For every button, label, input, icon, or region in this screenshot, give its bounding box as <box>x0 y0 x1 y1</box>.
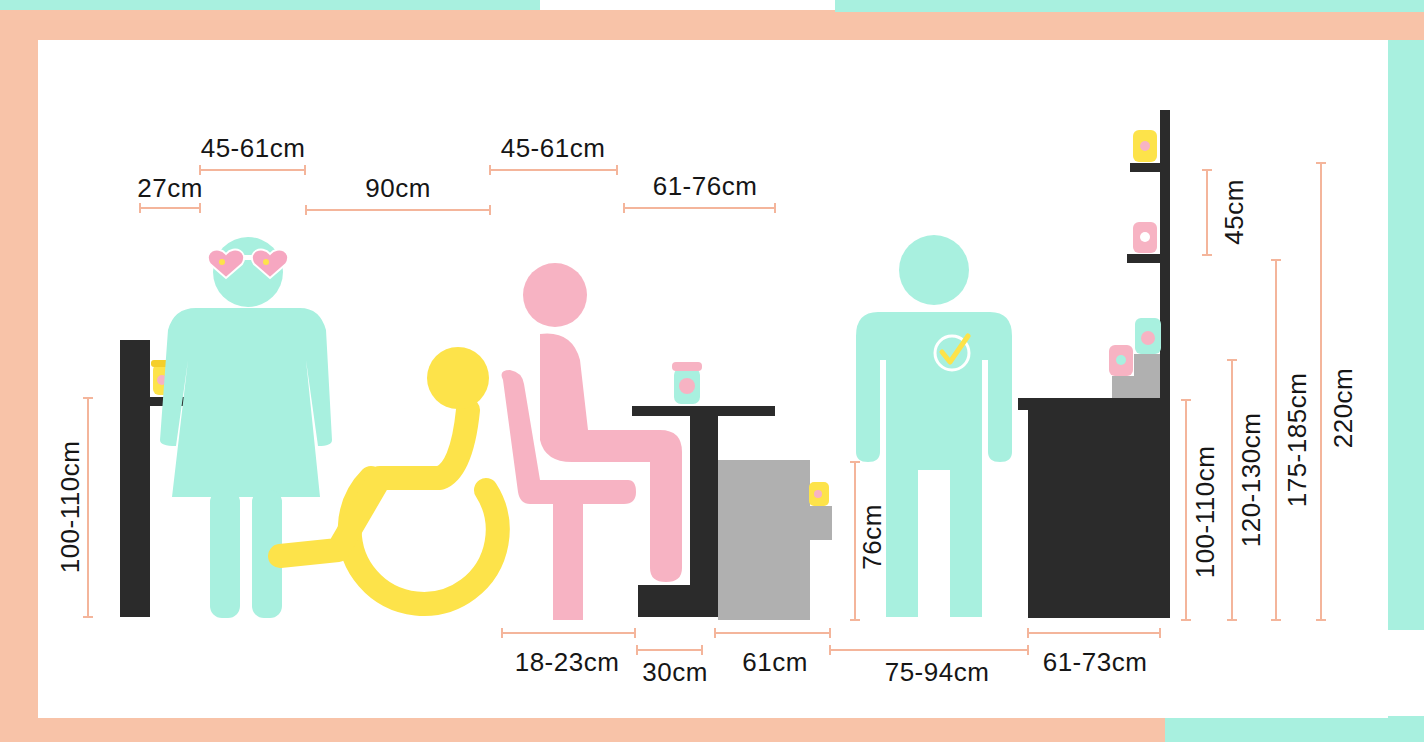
dimension-label: 175-185cm <box>1284 373 1310 508</box>
dimension-label: 61cm <box>742 649 808 675</box>
dimension-label: 45cm <box>1221 179 1247 245</box>
dimension-label: 120-130cm <box>1238 413 1264 548</box>
dimension-label: 45-61cm <box>201 135 306 161</box>
dimension-label: 220cm <box>1330 368 1356 449</box>
dimension-label: 76cm <box>859 504 885 570</box>
dimension-label: 90cm <box>365 175 431 201</box>
dimension-label: 100-110cm <box>57 441 83 574</box>
dimension-label: 18-23cm <box>515 649 620 675</box>
dimension-label: 100-110cm <box>1192 446 1218 579</box>
dimension-label: 61-76cm <box>653 173 758 199</box>
dimension-label: 61-73cm <box>1043 649 1148 675</box>
dimension-label: 75-94cm <box>885 659 990 685</box>
dimension-label: 30cm <box>642 659 708 685</box>
dimension-label: 27cm <box>137 175 203 201</box>
dimension-label: 45-61cm <box>501 135 606 161</box>
